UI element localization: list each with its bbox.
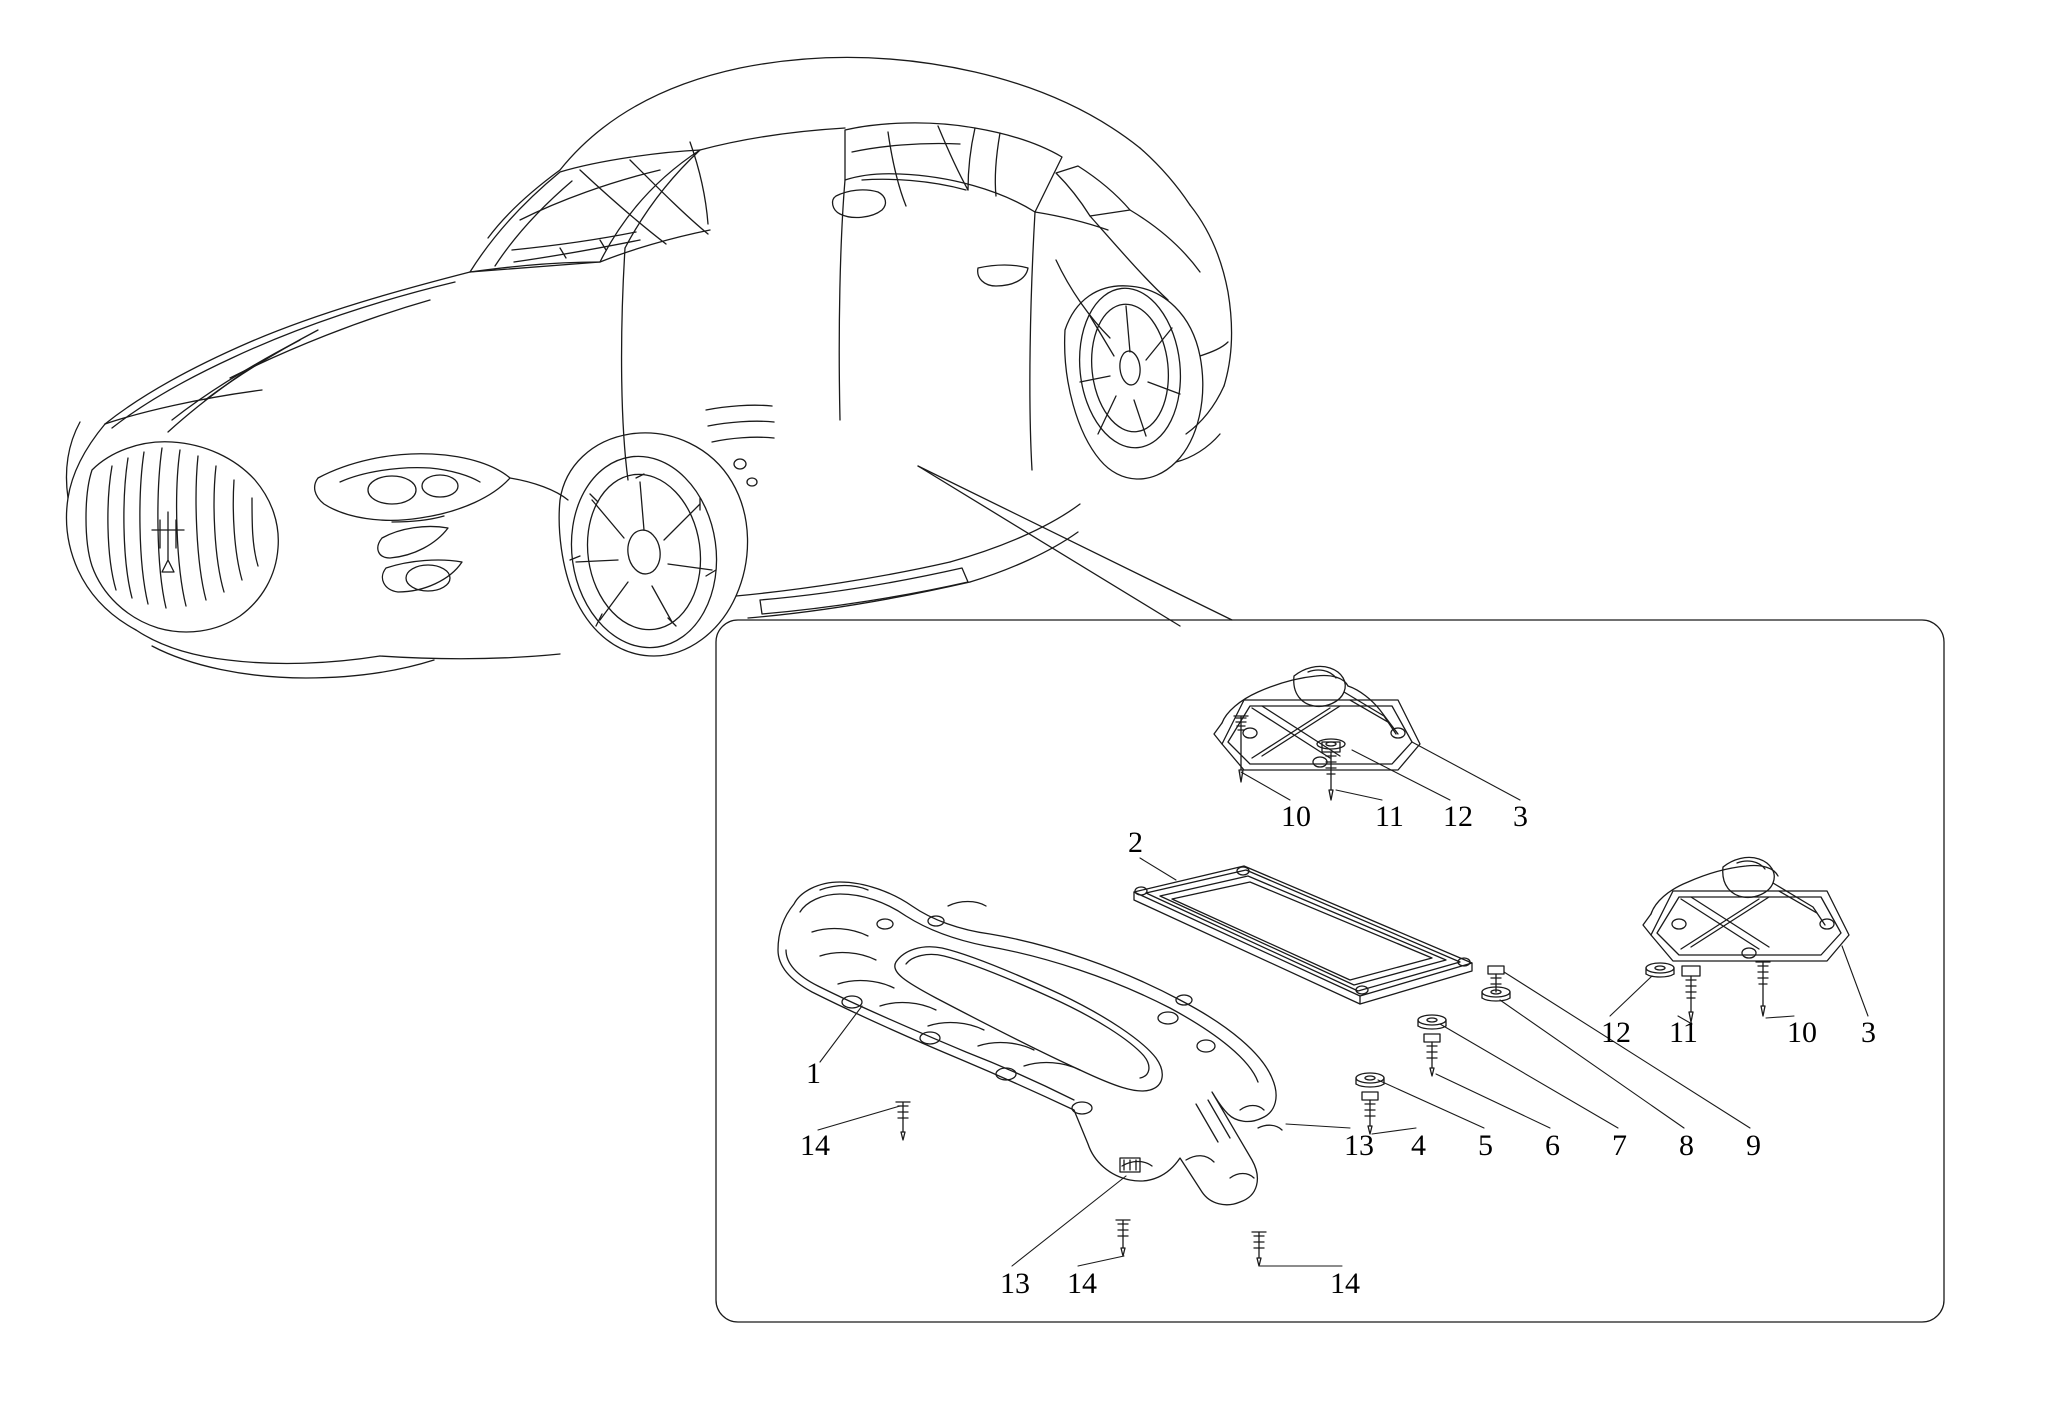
callout-label: 10 [1787,1016,1817,1049]
vehicle-to-panel-leader [917,465,1233,627]
callout-label: 4 [1411,1129,1426,1162]
callout-label: 14 [800,1129,830,1162]
main-underbody-shield [777,881,1277,1206]
callout-label: 10 [1281,800,1311,833]
callout-label: 2 [1128,826,1143,859]
callout-label: 14 [1330,1267,1360,1300]
callout-leader-lines [817,741,1869,1267]
callout-label: 8 [1679,1129,1694,1162]
fastener-group-top [1233,715,1346,801]
rectangular-frame-panel [1133,865,1473,1005]
callout-label: 1 [806,1057,821,1090]
callout-label: 13 [1344,1129,1374,1162]
callout-label: 6 [1545,1129,1560,1162]
callout-label: 3 [1513,800,1528,833]
callout-label: 14 [1067,1267,1097,1300]
x-brace-bracket-top [1213,665,1421,771]
fastener-group-right [1645,961,1771,1023]
callout-label: 13 [1000,1267,1030,1300]
callout-label: 11 [1375,800,1404,833]
callout-label: 12 [1443,800,1473,833]
callout-label: 5 [1478,1129,1493,1162]
callout-label: 3 [1861,1016,1876,1049]
callout-label: 12 [1601,1016,1631,1049]
exploded-view-panel [715,619,1945,1323]
callout-label: 11 [1669,1016,1698,1049]
callout-label: 9 [1746,1129,1761,1162]
fastener-column-center [1355,965,1511,1135]
callout-label: 7 [1612,1129,1627,1162]
vehicle-illustration [65,56,1233,679]
x-brace-bracket-right [1642,856,1850,962]
